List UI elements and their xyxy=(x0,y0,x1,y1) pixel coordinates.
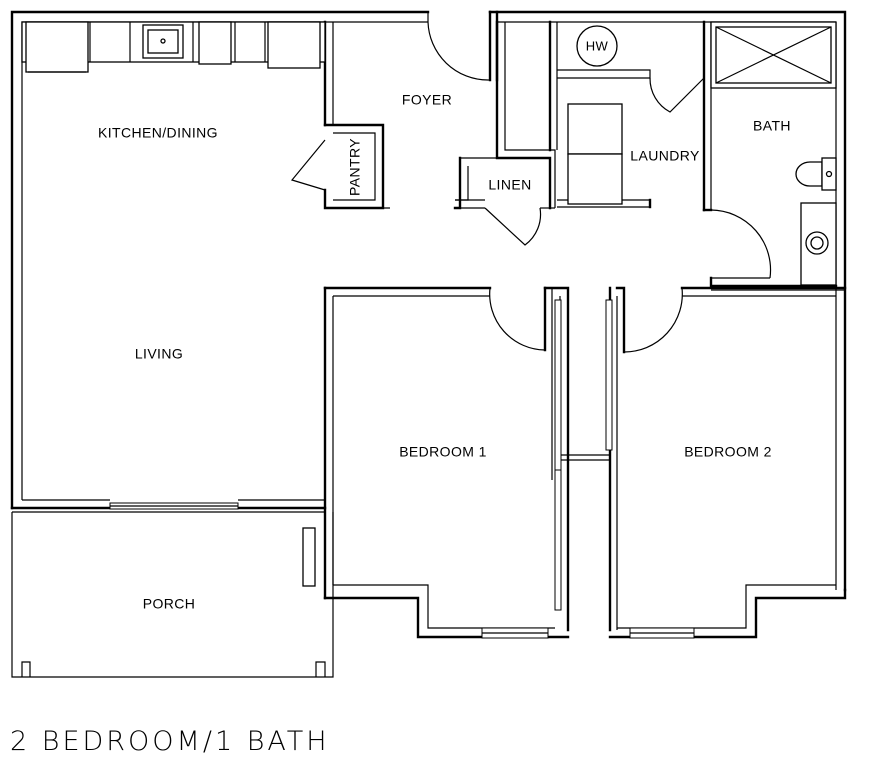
range-stove xyxy=(267,21,321,69)
bath-fixtures xyxy=(710,21,837,286)
doors xyxy=(290,12,772,353)
label-foyer: FOYER xyxy=(402,92,452,108)
toilet xyxy=(795,161,823,187)
water-heater xyxy=(576,25,618,67)
label-living: LIVING xyxy=(135,346,183,362)
washer xyxy=(567,103,623,155)
label-kitchen-dining: KITCHEN/DINING xyxy=(98,125,218,141)
laundry-appliances xyxy=(567,25,623,205)
label-laundry: LAUNDRY xyxy=(630,148,700,164)
label-bedroom-1: BEDROOM 1 xyxy=(399,444,487,460)
label-porch: PORCH xyxy=(143,596,196,612)
room-labels: KITCHEN/DINING FOYER PANTRY LINEN LAUNDR… xyxy=(98,38,791,611)
refrigerator xyxy=(25,21,89,73)
label-bath: BATH xyxy=(753,118,791,134)
kitchen-counters xyxy=(21,21,326,73)
porch-bench xyxy=(302,527,316,587)
dryer xyxy=(567,153,623,205)
label-bedroom-2: BEDROOM 2 xyxy=(684,444,772,460)
label-pantry: PANTRY xyxy=(347,138,363,196)
plan-title: 2 BEDROOM/1 BATH xyxy=(10,726,330,757)
label-water-heater: HW xyxy=(586,38,609,53)
label-linen: LINEN xyxy=(488,177,531,193)
dishwasher xyxy=(198,21,232,65)
porch-area xyxy=(11,511,334,678)
